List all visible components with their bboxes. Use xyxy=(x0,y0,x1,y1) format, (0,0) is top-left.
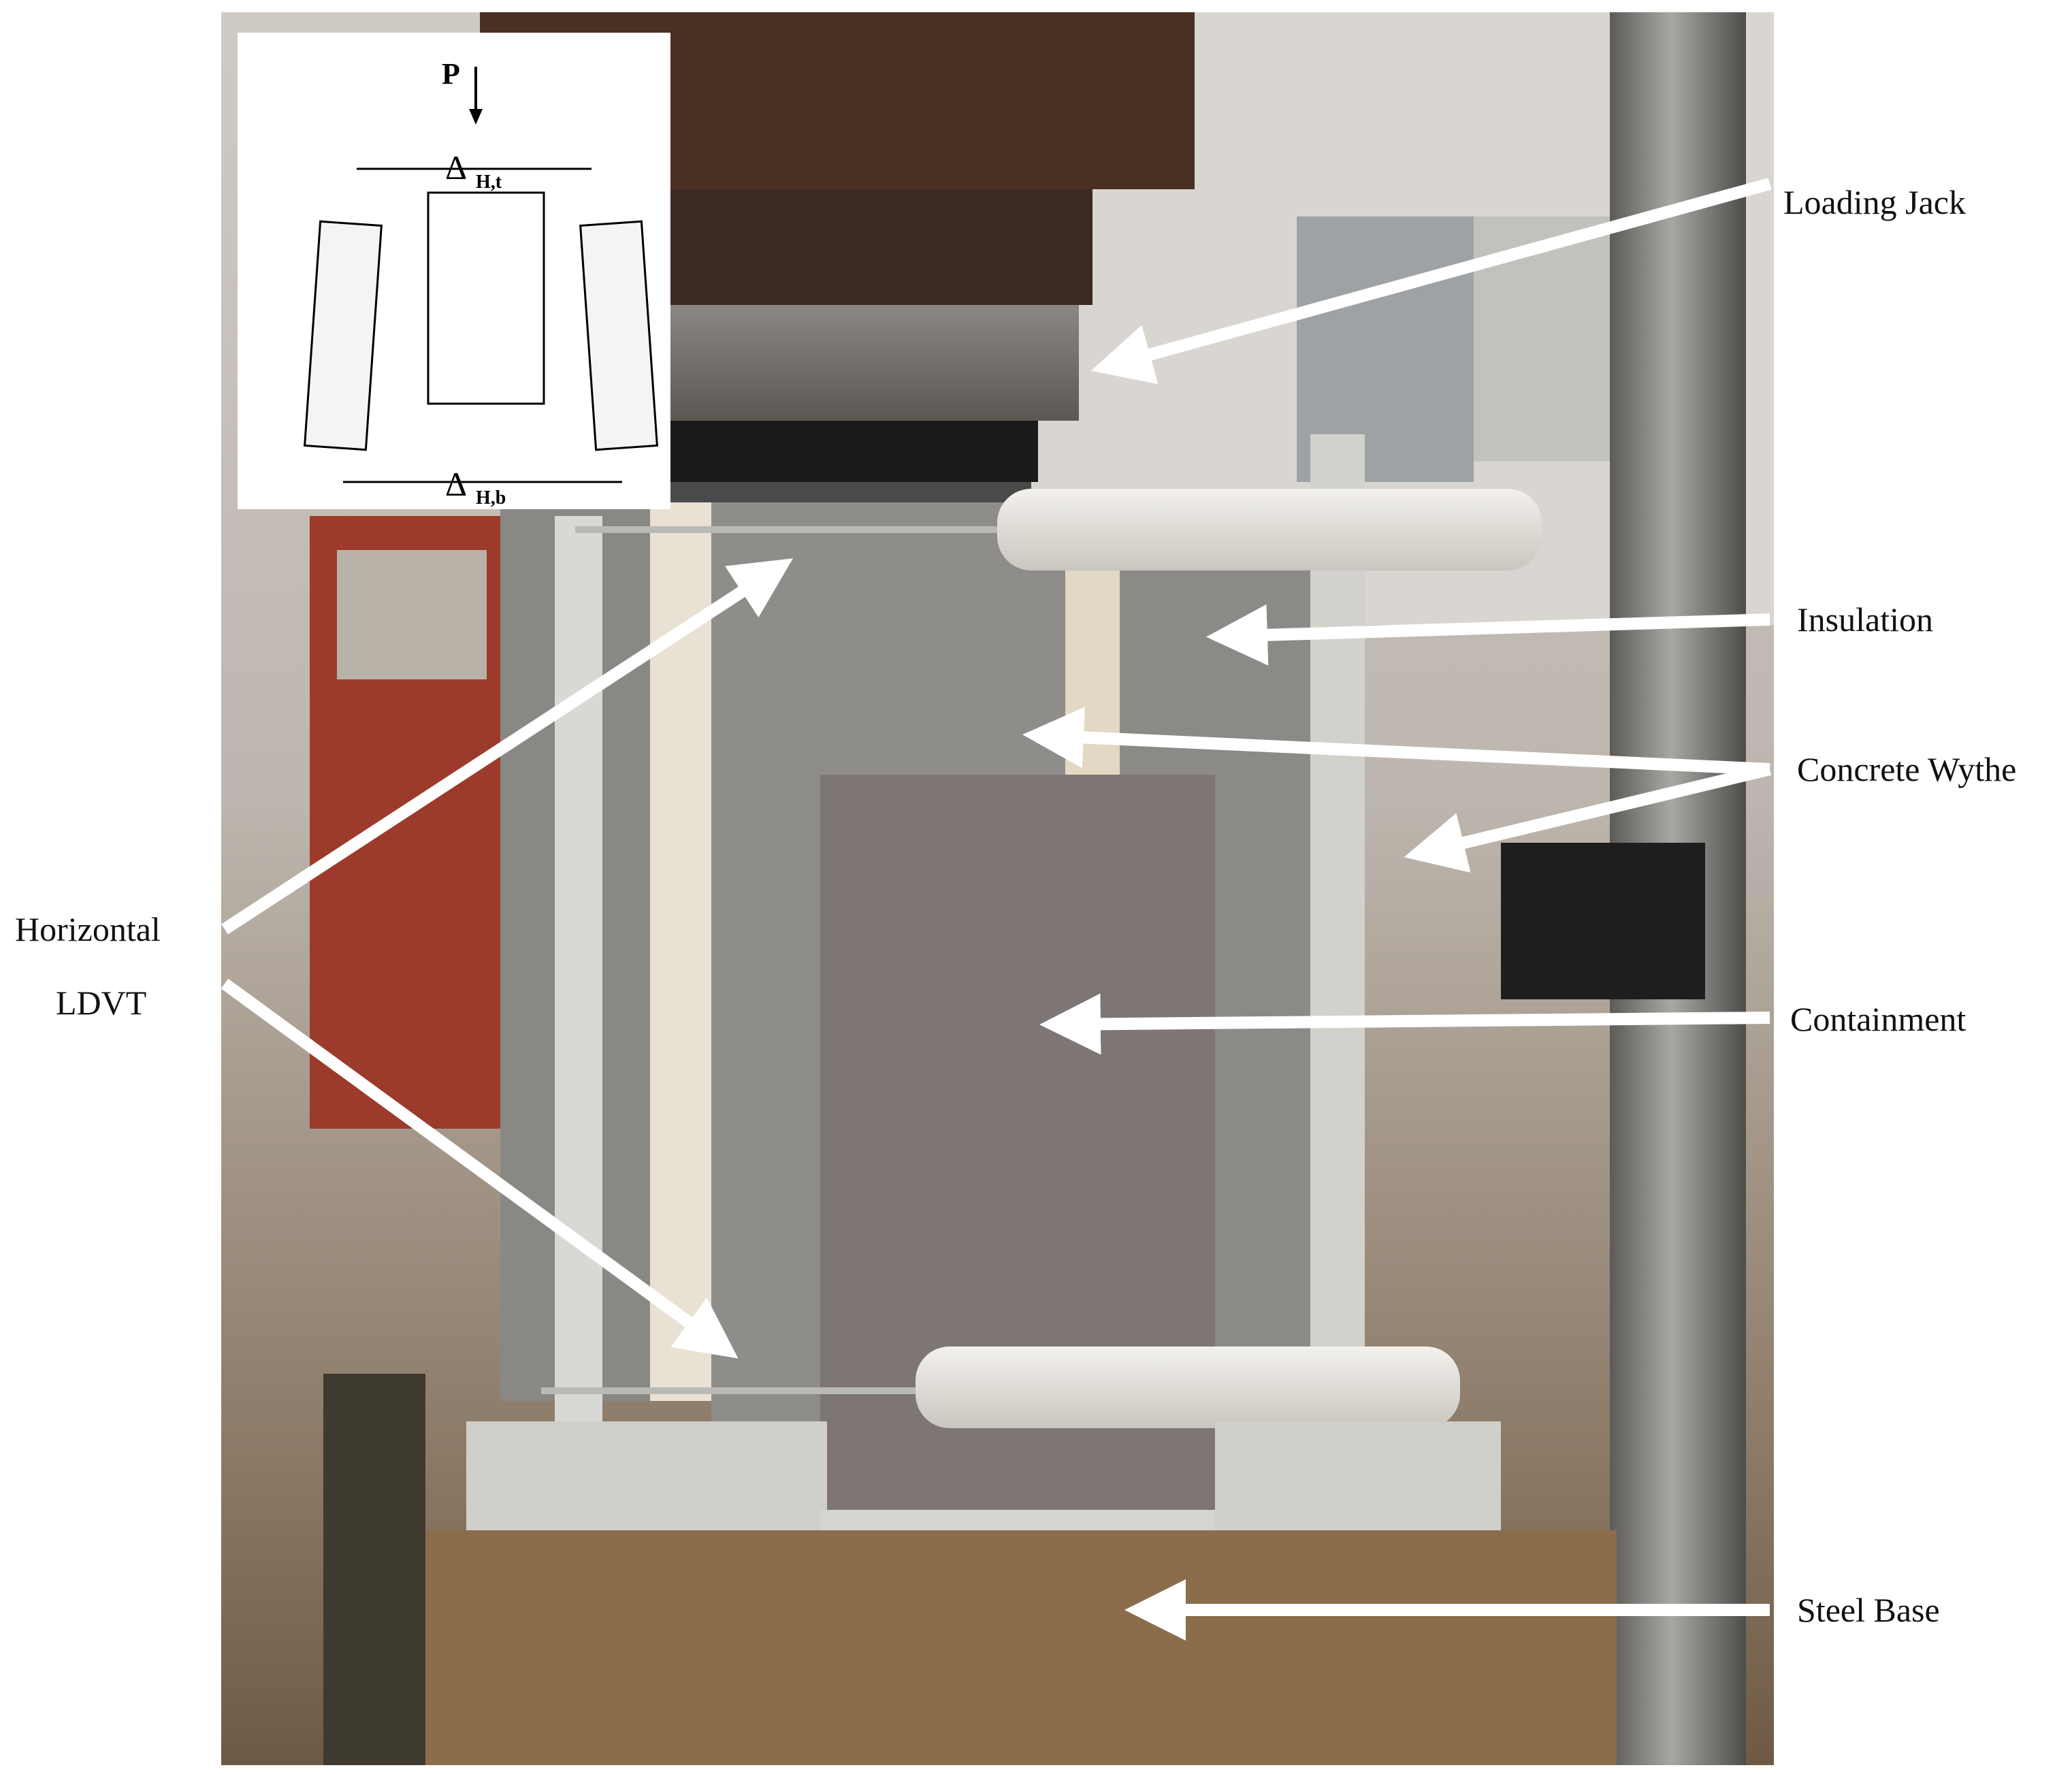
arrow-concrete-wythe-upper xyxy=(1022,707,1770,775)
label-insulation: Insulation xyxy=(1797,600,1933,639)
load-arrow-head xyxy=(469,109,483,125)
label-ldvt: LDVT xyxy=(56,984,147,1022)
delta-top-symbol: Δ xyxy=(445,148,467,187)
delta-bottom-symbol: Δ xyxy=(445,465,467,503)
loading-jack-ring xyxy=(602,305,1079,421)
aluminum-angle-right xyxy=(1310,434,1365,1469)
arrow-lvdt-top xyxy=(221,558,794,935)
door-window xyxy=(337,550,487,679)
lvdt-bottom-body xyxy=(916,1346,1460,1428)
delta-bottom-subscript: H,b xyxy=(476,487,506,509)
label-concrete-wythe: Concrete Wythe xyxy=(1797,750,2017,788)
label-horizontal: Horizontal xyxy=(15,910,161,948)
lifting-strap xyxy=(323,1374,425,1765)
right-lvdt-sketch xyxy=(579,220,659,451)
test-rig-photo xyxy=(221,12,1774,1765)
left-lvdt-sketch xyxy=(303,220,383,451)
arrow-lvdt-bottom xyxy=(221,978,739,1359)
arrow-concrete-wythe-lower xyxy=(1404,763,1772,873)
label-steel-base: Steel Base xyxy=(1797,1591,1940,1629)
load-label: P xyxy=(442,57,460,91)
arrow-insulation xyxy=(1206,604,1770,666)
wooden-platform xyxy=(391,1530,1617,1765)
aluminum-base-right xyxy=(1215,1421,1501,1544)
delta-top-subscript: H,t xyxy=(476,172,502,193)
lvdt-top-body xyxy=(997,489,1542,570)
loading-plate xyxy=(643,421,1038,482)
inset-diagram-svg: P Δ H,t Δ H,b xyxy=(303,57,659,509)
center-specimen xyxy=(427,191,545,405)
frame-bracket xyxy=(1501,843,1705,999)
aluminum-base-left xyxy=(466,1421,827,1544)
arrow-containment xyxy=(1039,993,1770,1055)
label-containment: Containment xyxy=(1790,1000,1966,1038)
inset-diagram: P Δ H,t Δ H,b xyxy=(238,33,670,509)
arrow-loading-jack xyxy=(1090,178,1772,385)
label-loading-jack: Loading Jack xyxy=(1783,183,1966,221)
